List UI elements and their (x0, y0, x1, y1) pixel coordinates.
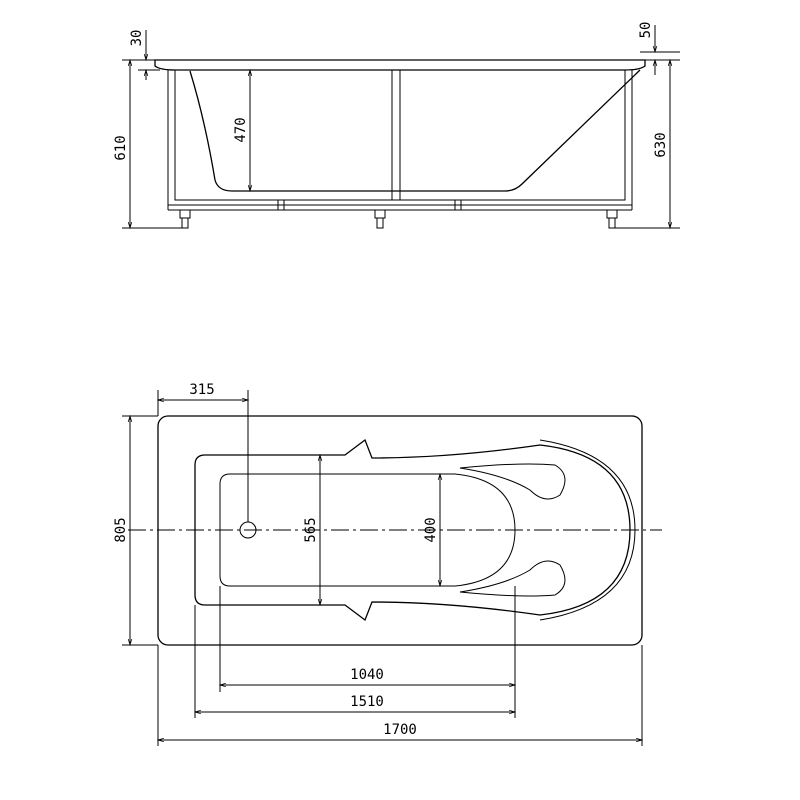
basin-bottom (219, 473, 516, 587)
armrest-top (459, 463, 566, 500)
dim-30: 30 (129, 30, 145, 47)
dim-1040: 1040 (350, 667, 384, 683)
dim-470: 470 (233, 117, 249, 142)
tub-rim (154, 59, 646, 71)
tub-interior (189, 69, 641, 192)
feet (179, 200, 618, 229)
dim-630: 630 (653, 132, 669, 157)
dim-610: 610 (113, 135, 129, 160)
dim-315: 315 (189, 382, 214, 398)
dim-400: 400 (423, 517, 439, 542)
dim-1700: 1700 (383, 722, 417, 738)
frame (167, 70, 633, 211)
dim-805: 805 (113, 517, 129, 542)
armrest-bottom (459, 560, 566, 597)
plan-view: 805 315 565 400 1040 1510 1700 (113, 382, 662, 746)
dim-565: 565 (303, 517, 319, 542)
basin-outline (194, 438, 631, 622)
side-view: 610 30 470 50 630 (113, 22, 680, 228)
dim-1510: 1510 (350, 694, 384, 710)
dim-50: 50 (638, 22, 654, 39)
